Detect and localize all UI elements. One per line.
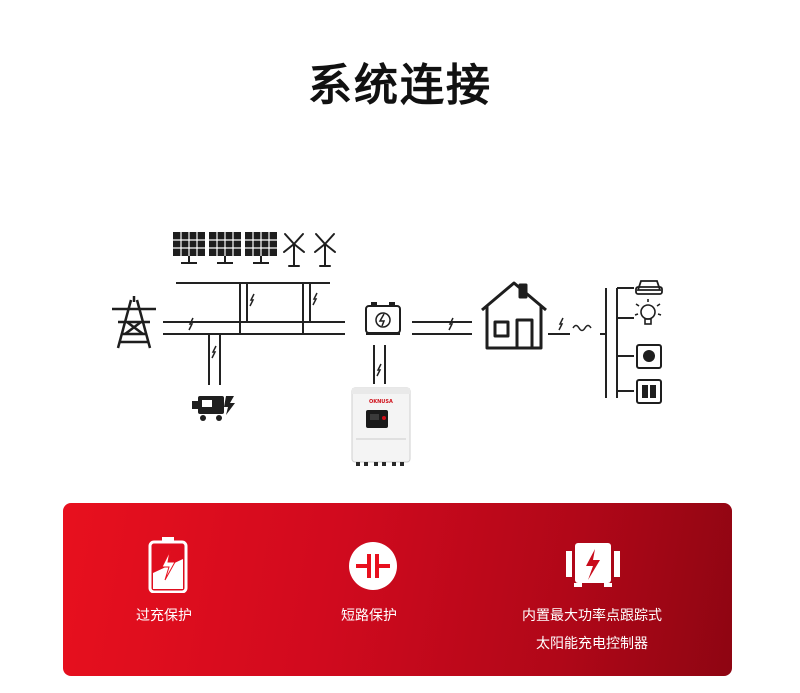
wind-turbine-icon	[283, 233, 305, 267]
house-icon	[481, 281, 547, 350]
wind-turbine-icon	[314, 233, 336, 267]
generator-icon	[192, 396, 235, 421]
page-title: 系统连接	[308, 60, 492, 111]
feature-short-circuit: 短路保护	[328, 503, 418, 676]
feature-label-line2: 太阳能充电控制器	[536, 636, 648, 652]
solar-panel-icon	[208, 231, 242, 264]
power-lines	[163, 282, 634, 398]
car-icon	[635, 280, 663, 295]
light-bulb-icon	[634, 299, 662, 325]
mppt-controller-icon	[566, 543, 620, 587]
feature-overcharge: 过充保护	[123, 503, 213, 676]
feature-label-line1: 内置最大功率点跟踪式	[522, 608, 662, 624]
socket-icon	[636, 344, 662, 369]
inverter-device	[351, 387, 411, 466]
feature-panel: 过充保护 短路保护 内置最大功率点跟踪式 太阳能充电控制器	[63, 503, 732, 676]
solar-panel-icon	[244, 231, 278, 264]
feature-mppt: 内置最大功率点跟踪式 太阳能充电控制器	[508, 503, 678, 676]
feature-label: 过充保护	[136, 608, 192, 624]
power-tower-icon	[112, 296, 156, 349]
inverter-brand-label: OKNUSA	[369, 399, 393, 405]
solar-panel-icon	[172, 231, 206, 264]
line-break-marks	[188, 292, 592, 377]
short-circuit-icon	[349, 542, 397, 590]
feature-label: 短路保护	[341, 608, 397, 624]
battery-charge-icon	[148, 537, 188, 593]
battery-icon	[365, 302, 401, 335]
switch-icon	[636, 379, 662, 404]
system-diagram	[112, 231, 663, 466]
